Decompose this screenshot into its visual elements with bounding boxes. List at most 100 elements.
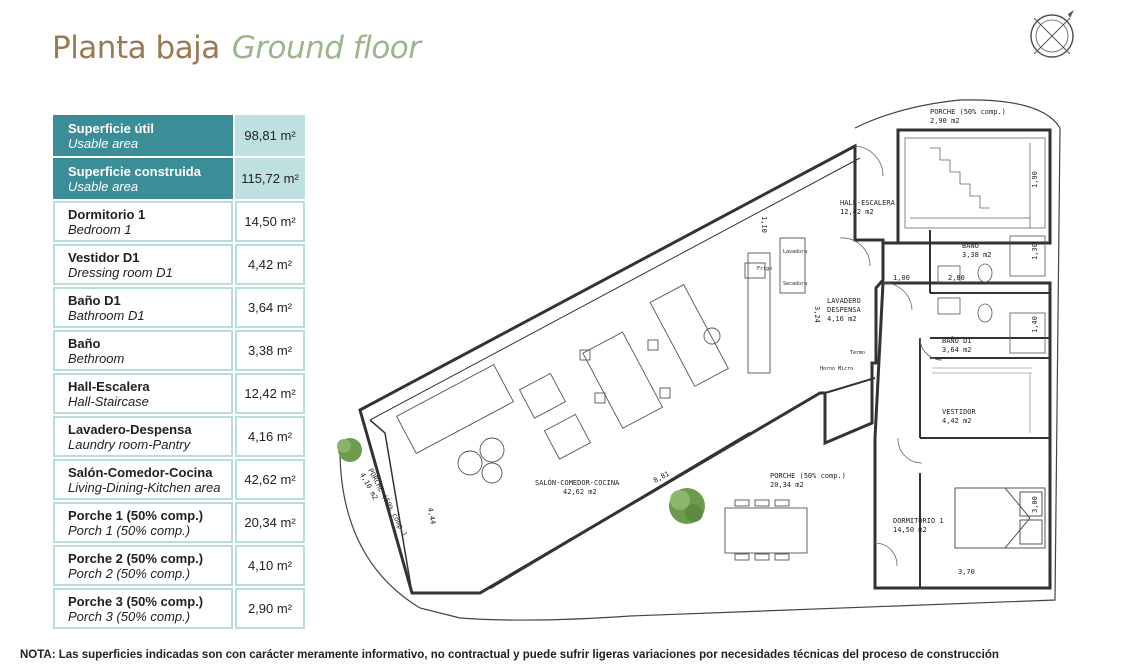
area-value: 20,34 m² <box>235 502 305 543</box>
area-room-subtitle: Hall-Staircase <box>68 393 149 409</box>
plants <box>337 438 705 524</box>
area-room-subtitle: Usable area <box>68 178 139 194</box>
area-room-name: Vestidor D1 <box>68 249 140 265</box>
area-vestidor: 4,42 m2 <box>942 417 972 425</box>
disclaimer-note: NOTA: Las superficies indicadas son con … <box>20 649 999 661</box>
bathroom-fixtures <box>937 235 1046 354</box>
area-dormitorio: 14,50 m2 <box>893 526 927 534</box>
area-room-name: Salón-Comedor-Cocina <box>68 464 213 480</box>
area-row: Porche 1 (50% comp.)Porch 1 (50% comp.)2… <box>53 502 305 543</box>
area-room-name: Superficie útil <box>68 120 154 136</box>
label-porche-mid: PORCHE (50% comp.) <box>770 472 846 480</box>
dim-6: 1,40 <box>1031 316 1039 333</box>
label-porche-left: PORCHE (50% comp.) <box>366 467 409 538</box>
area-room-subtitle: Porch 1 (50% comp.) <box>68 522 191 538</box>
area-porche-top: 2,90 m2 <box>930 117 960 125</box>
outdoor-table <box>724 499 808 561</box>
area-bano: 3,38 m2 <box>962 251 992 259</box>
area-porche-mid: 20,34 m2 <box>770 481 804 489</box>
area-room-name: Baño D1 <box>68 292 121 308</box>
area-room-name: Porche 3 (50% comp.) <box>68 593 204 609</box>
area-value: 3,64 m² <box>235 287 305 328</box>
area-room-subtitle: Laundry room-Pantry <box>68 436 191 452</box>
area-room-subtitle: Porch 3 (50% comp.) <box>68 608 191 624</box>
area-value: 98,81 m² <box>235 115 305 156</box>
area-value: 2,90 m² <box>235 588 305 629</box>
appliance-heater: Termo <box>850 350 865 356</box>
floor-plan: PORCHE (50% comp.) 2,90 m2 HALL-ESCALERA… <box>337 99 1061 621</box>
dim-11: 3,24 <box>813 306 821 323</box>
label-despensa: DESPENSA <box>827 306 862 314</box>
dim-10: 1,10 <box>760 216 768 233</box>
area-salon: 42,62 m2 <box>563 488 597 496</box>
closet <box>932 367 1032 433</box>
area-room-name: Porche 1 (50% comp.) <box>68 507 204 523</box>
area-hall: 12,42 m2 <box>840 208 874 216</box>
dim-2: 2,80 <box>948 274 965 282</box>
staircase <box>904 137 1046 229</box>
area-value: 3,38 m² <box>235 330 305 371</box>
area-value: 4,10 m² <box>235 545 305 586</box>
label-bano-d1: BAÑO D1 <box>942 336 972 345</box>
area-bano-d1: 3,64 m2 <box>942 346 972 354</box>
area-value: 14,50 m² <box>235 201 305 242</box>
dim-7: 3,00 <box>1031 496 1039 513</box>
area-room-name: Lavadero-Despensa <box>68 421 192 437</box>
area-room-name: Hall-Escalera <box>68 378 150 394</box>
compass-icon <box>1030 10 1074 58</box>
label-hall: HALL-ESCALERA <box>840 199 896 207</box>
appliance-fridge: Frigo <box>757 266 772 272</box>
dim-8: 4,44 <box>426 507 437 525</box>
dim-5: 1,30 <box>1031 243 1039 260</box>
label-dormitorio: DORMITORIO 1 <box>893 517 944 525</box>
area-value: 12,42 m² <box>235 373 305 414</box>
label-porche-top: PORCHE (50% comp.) <box>930 108 1006 116</box>
area-value: 115,72 m² <box>235 158 305 199</box>
area-value: 4,42 m² <box>235 244 305 285</box>
area-row: Porche 2 (50% comp.)Porch 2 (50% comp.)4… <box>53 545 305 586</box>
dim-3: 3,70 <box>958 568 975 576</box>
living-furniture <box>395 364 592 484</box>
appliance-oven: Horno Micro <box>820 366 853 372</box>
area-room-subtitle: Bedroom 1 <box>68 221 132 237</box>
bed <box>954 487 1046 549</box>
area-room-subtitle: Bethroom <box>68 350 125 366</box>
area-room-subtitle: Porch 2 (50% comp.) <box>68 565 191 581</box>
appliance-washer: Lavadora <box>783 249 807 255</box>
door-swings <box>839 145 943 567</box>
area-room-name: Porche 2 (50% comp.) <box>68 550 204 566</box>
area-room-subtitle: Living-Dining-Kitchen area <box>68 479 221 495</box>
plot-boundary <box>339 99 1061 621</box>
label-lavadero: LAVADERO <box>827 297 861 305</box>
label-salon: SALÓN-COMEDOR-COCINA <box>535 478 620 487</box>
area-room-cell: Porche 1 (50% comp.)Porch 1 (50% comp.) <box>53 502 233 543</box>
area-room-cell: Porche 2 (50% comp.)Porch 2 (50% comp.) <box>53 545 233 586</box>
area-row: Porche 3 (50% comp.)Porch 3 (50% comp.)2… <box>53 588 305 629</box>
area-room-subtitle: Usable area <box>68 135 139 151</box>
label-bano: BAÑO <box>962 241 979 250</box>
dim-1: 1,00 <box>893 274 910 282</box>
area-room-subtitle: Dressing room D1 <box>68 264 173 280</box>
area-room-cell: Porche 3 (50% comp.)Porch 3 (50% comp.) <box>53 588 233 629</box>
area-value: 4,16 m² <box>235 416 305 457</box>
